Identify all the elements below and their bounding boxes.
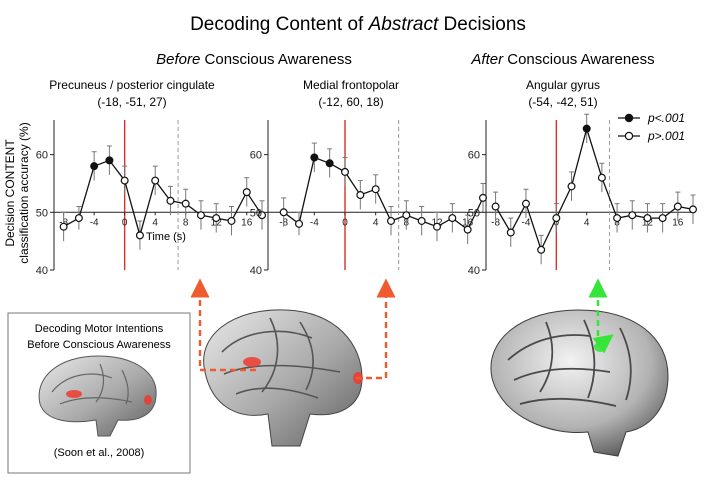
data-point: [643, 214, 652, 223]
data-point: [151, 176, 160, 185]
data-point: [258, 211, 267, 220]
x-tick-label: 0: [342, 217, 348, 228]
y-tick-label: 60: [468, 150, 480, 162]
data-point: [506, 228, 515, 237]
precuneus-connector-arrow: [190, 278, 256, 372]
panel-2-subtitle: (-12, 60, 18): [318, 95, 383, 109]
data-point: [567, 182, 576, 191]
brain-inset-image: [38, 355, 157, 437]
y-tick-label: 50: [36, 207, 48, 219]
after-awareness-header: After Conscious Awareness: [470, 51, 654, 68]
precuneus-activation-spot: [243, 357, 261, 367]
data-point: [448, 214, 457, 223]
y-tick-label: 40: [468, 265, 480, 277]
data-point: [613, 214, 622, 223]
panel-3-title: Angular gyrus: [526, 78, 600, 92]
data-point: [521, 199, 530, 208]
x-tick-label: 16: [241, 217, 253, 228]
x-tick-label: 16: [672, 217, 684, 228]
inset-title-line-1: Decoding Motor Intentions: [35, 323, 164, 335]
data-point: [688, 205, 697, 214]
x-tick-label: 4: [584, 217, 590, 228]
data-point-significant: [90, 162, 99, 171]
x-tick-label: -4: [522, 217, 531, 228]
data-point: [597, 173, 606, 182]
data-point: [387, 216, 396, 225]
inset-activation-spot: [66, 390, 82, 398]
legend-marker-significant: [624, 113, 634, 123]
y-tick-label: 50: [468, 207, 480, 219]
data-point: [181, 199, 190, 208]
y-axis-label-line-1: Decision CONTENT: [3, 139, 17, 247]
data-point: [463, 225, 472, 234]
inset-activation-spot: [144, 395, 152, 405]
legend-marker-nonsignificant: [624, 131, 634, 141]
legend-label-nonsignificant: p>.001: [647, 129, 685, 143]
panel-3-subtitle: (-54, -42, 51): [528, 95, 597, 109]
before-awareness-header: Before Conscious Awareness: [156, 51, 352, 68]
legend-label-significant: p<.001: [647, 111, 685, 125]
data-point: [356, 191, 365, 200]
data-point: [135, 231, 144, 240]
panel-2-title: Medial frontopolar: [303, 78, 399, 92]
data-point: [166, 196, 175, 205]
data-point-significant: [325, 159, 334, 168]
panel-1-subtitle: (-18, -51, 27): [97, 95, 166, 109]
brain-sagittal-image: [203, 309, 363, 447]
x-axis-label: Time (s): [146, 231, 186, 243]
data-point: [120, 176, 129, 185]
angular-gyrus-connector-arrow-head: [592, 334, 614, 354]
data-point: [227, 216, 236, 225]
data-point: [537, 245, 546, 254]
data-point: [433, 222, 442, 231]
x-tick-label: -4: [310, 217, 319, 228]
data-point: [491, 202, 500, 211]
y-tick-label: 60: [250, 150, 262, 162]
x-tick-label: 0: [122, 217, 128, 228]
data-point: [673, 202, 682, 211]
x-tick-label: 4: [373, 217, 379, 228]
data-point: [417, 216, 426, 225]
data-point: [552, 214, 561, 223]
x-tick-label: 4: [152, 217, 158, 228]
data-point: [371, 185, 380, 194]
data-point-significant: [310, 153, 319, 162]
data-point: [74, 214, 83, 223]
data-point: [196, 211, 205, 220]
data-point: [658, 214, 667, 223]
y-tick-label: 40: [36, 265, 48, 277]
data-point: [295, 219, 304, 228]
x-tick-label: -4: [90, 217, 99, 228]
data-point: [479, 193, 488, 202]
data-point: [628, 211, 637, 220]
panel-1-title: Precuneus / posterior cingulate: [49, 78, 215, 92]
figure-title: Decoding Content of Abstract Decisions: [190, 14, 526, 35]
y-tick-label: 60: [36, 150, 48, 162]
x-tick-label: -8: [491, 217, 500, 228]
data-point: [279, 208, 288, 217]
y-tick-label: 40: [250, 265, 262, 277]
y-axis-label-line-2: classification accuracy (%): [17, 122, 31, 263]
data-point-significant: [105, 156, 114, 165]
x-tick-label: 8: [183, 217, 189, 228]
legend: p<.001 p>.001: [618, 111, 685, 143]
inset-title-line-2: Before Conscious Awareness: [27, 339, 171, 351]
data-point: [341, 167, 350, 176]
data-point: [242, 188, 251, 197]
frontopolar-connector-arrow: [356, 278, 396, 380]
data-point: [59, 222, 68, 231]
data-point: [402, 211, 411, 220]
data-point: [212, 214, 221, 223]
data-point-significant: [582, 124, 591, 133]
brain-3d-image: [490, 309, 669, 457]
inset-citation: (Soon et al., 2008): [54, 447, 145, 459]
y-tick-label: 50: [250, 207, 262, 219]
inset-box: [7, 312, 191, 474]
